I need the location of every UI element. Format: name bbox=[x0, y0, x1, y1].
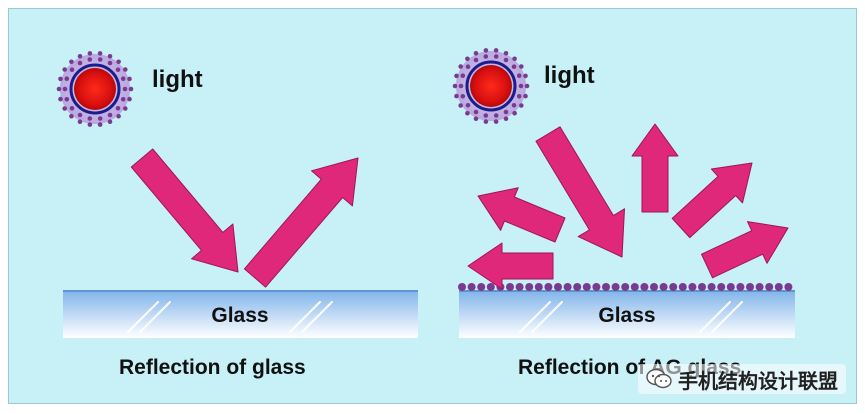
ag-surface-bead bbox=[765, 283, 774, 291]
ag-surface-bead bbox=[458, 283, 466, 291]
glass-label-right: Glass bbox=[598, 304, 656, 327]
ag-surface-bead bbox=[534, 283, 543, 291]
ag-surface-bead bbox=[506, 283, 514, 291]
watermark: 手机结构设计联盟 bbox=[638, 364, 846, 394]
ag-surface-bead bbox=[755, 283, 764, 291]
ag-surface-bead bbox=[621, 283, 630, 291]
ag-surface-bead bbox=[698, 283, 706, 291]
ag-surface-bead bbox=[573, 283, 582, 291]
wechat-icon bbox=[646, 368, 672, 389]
ag-surface-bead bbox=[592, 283, 601, 291]
ag-surface-bead bbox=[640, 283, 649, 291]
ag-glass-slab-right bbox=[458, 283, 795, 338]
ag-surface-bead bbox=[525, 283, 534, 291]
incident-ray-arrow bbox=[130, 148, 239, 273]
ag-surface-bead bbox=[554, 283, 562, 291]
anti-glare-surface-beads bbox=[458, 283, 793, 291]
ag-surface-bead bbox=[544, 283, 553, 291]
ag-surface-bead bbox=[611, 283, 620, 291]
scattered-ray-arrow bbox=[477, 187, 566, 243]
scattered-ray-arrow bbox=[701, 221, 789, 279]
ag-surface-bead bbox=[467, 283, 476, 291]
ag-surface-bead bbox=[659, 283, 668, 291]
light-label-right: light bbox=[544, 62, 595, 89]
ag-surface-bead bbox=[726, 283, 735, 291]
light-source-icon-left bbox=[56, 51, 134, 127]
caption-left: Reflection of glass bbox=[119, 356, 306, 379]
ag-surface-bead bbox=[774, 283, 783, 291]
scattered-ray-arrow bbox=[631, 123, 679, 213]
scattered-ray-arrow bbox=[467, 242, 554, 290]
scattered-ray-arrow bbox=[671, 162, 753, 239]
reflected-ray-arrow bbox=[243, 157, 359, 288]
ag-surface-bead bbox=[746, 283, 754, 291]
incident-ray-arrow bbox=[535, 126, 625, 258]
ag-surface-bead bbox=[582, 283, 591, 291]
ag-surface-bead bbox=[784, 283, 793, 291]
sun-halo-dots bbox=[56, 51, 134, 127]
ag-surface-bead bbox=[736, 283, 745, 291]
ag-surface-bead bbox=[678, 283, 687, 291]
ag-surface-bead bbox=[669, 283, 678, 291]
light-source-icon-right bbox=[452, 48, 530, 124]
light-label-left: light bbox=[152, 66, 203, 93]
ag-surface-bead bbox=[563, 283, 572, 291]
glass-label-left: Glass bbox=[211, 304, 269, 327]
ag-surface-bead bbox=[477, 283, 486, 291]
ag-surface-bead bbox=[707, 283, 716, 291]
ag-surface-bead bbox=[650, 283, 658, 291]
glass-slab-left bbox=[63, 290, 418, 338]
sun-halo-dots bbox=[452, 48, 530, 124]
ag-surface-bead bbox=[688, 283, 697, 291]
ag-surface-bead bbox=[717, 283, 726, 291]
ag-surface-bead bbox=[486, 283, 495, 291]
light-ray-arrows bbox=[130, 123, 789, 290]
ag-surface-bead bbox=[515, 283, 524, 291]
watermark-text: 手机结构设计联盟 bbox=[678, 368, 838, 393]
ag-surface-bead bbox=[602, 283, 610, 291]
ag-surface-bead bbox=[630, 283, 639, 291]
